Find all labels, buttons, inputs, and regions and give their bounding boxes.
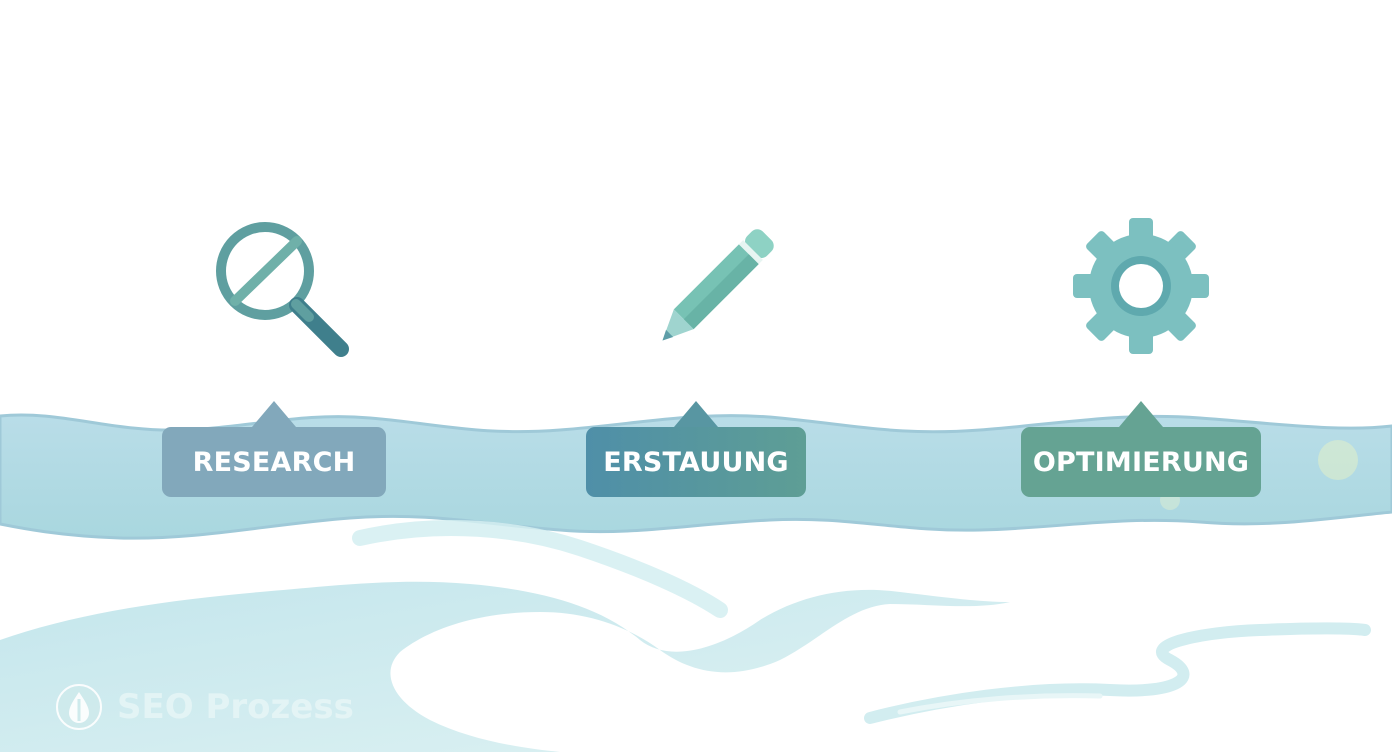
- stream-right-inner: [897, 693, 1103, 715]
- stream-main: [0, 581, 1010, 752]
- step-label-optimierung: OPTIMIERUNG: [1021, 401, 1261, 497]
- pencil-icon: [662, 229, 774, 341]
- brand-watermark: SEO Prozess: [55, 683, 354, 731]
- droplet-icon: [56, 684, 102, 730]
- step-label-erstellung: ERSTAUUNG: [586, 401, 806, 497]
- brand-name: SEO Prozess: [117, 687, 354, 727]
- sparkle: [1318, 440, 1358, 480]
- stream-tail: [352, 519, 728, 618]
- step-label-research: RESEARCH: [162, 401, 386, 497]
- stream-right: [864, 622, 1371, 724]
- magnifier-icon: [216, 222, 349, 357]
- gear-icon: [1073, 218, 1209, 354]
